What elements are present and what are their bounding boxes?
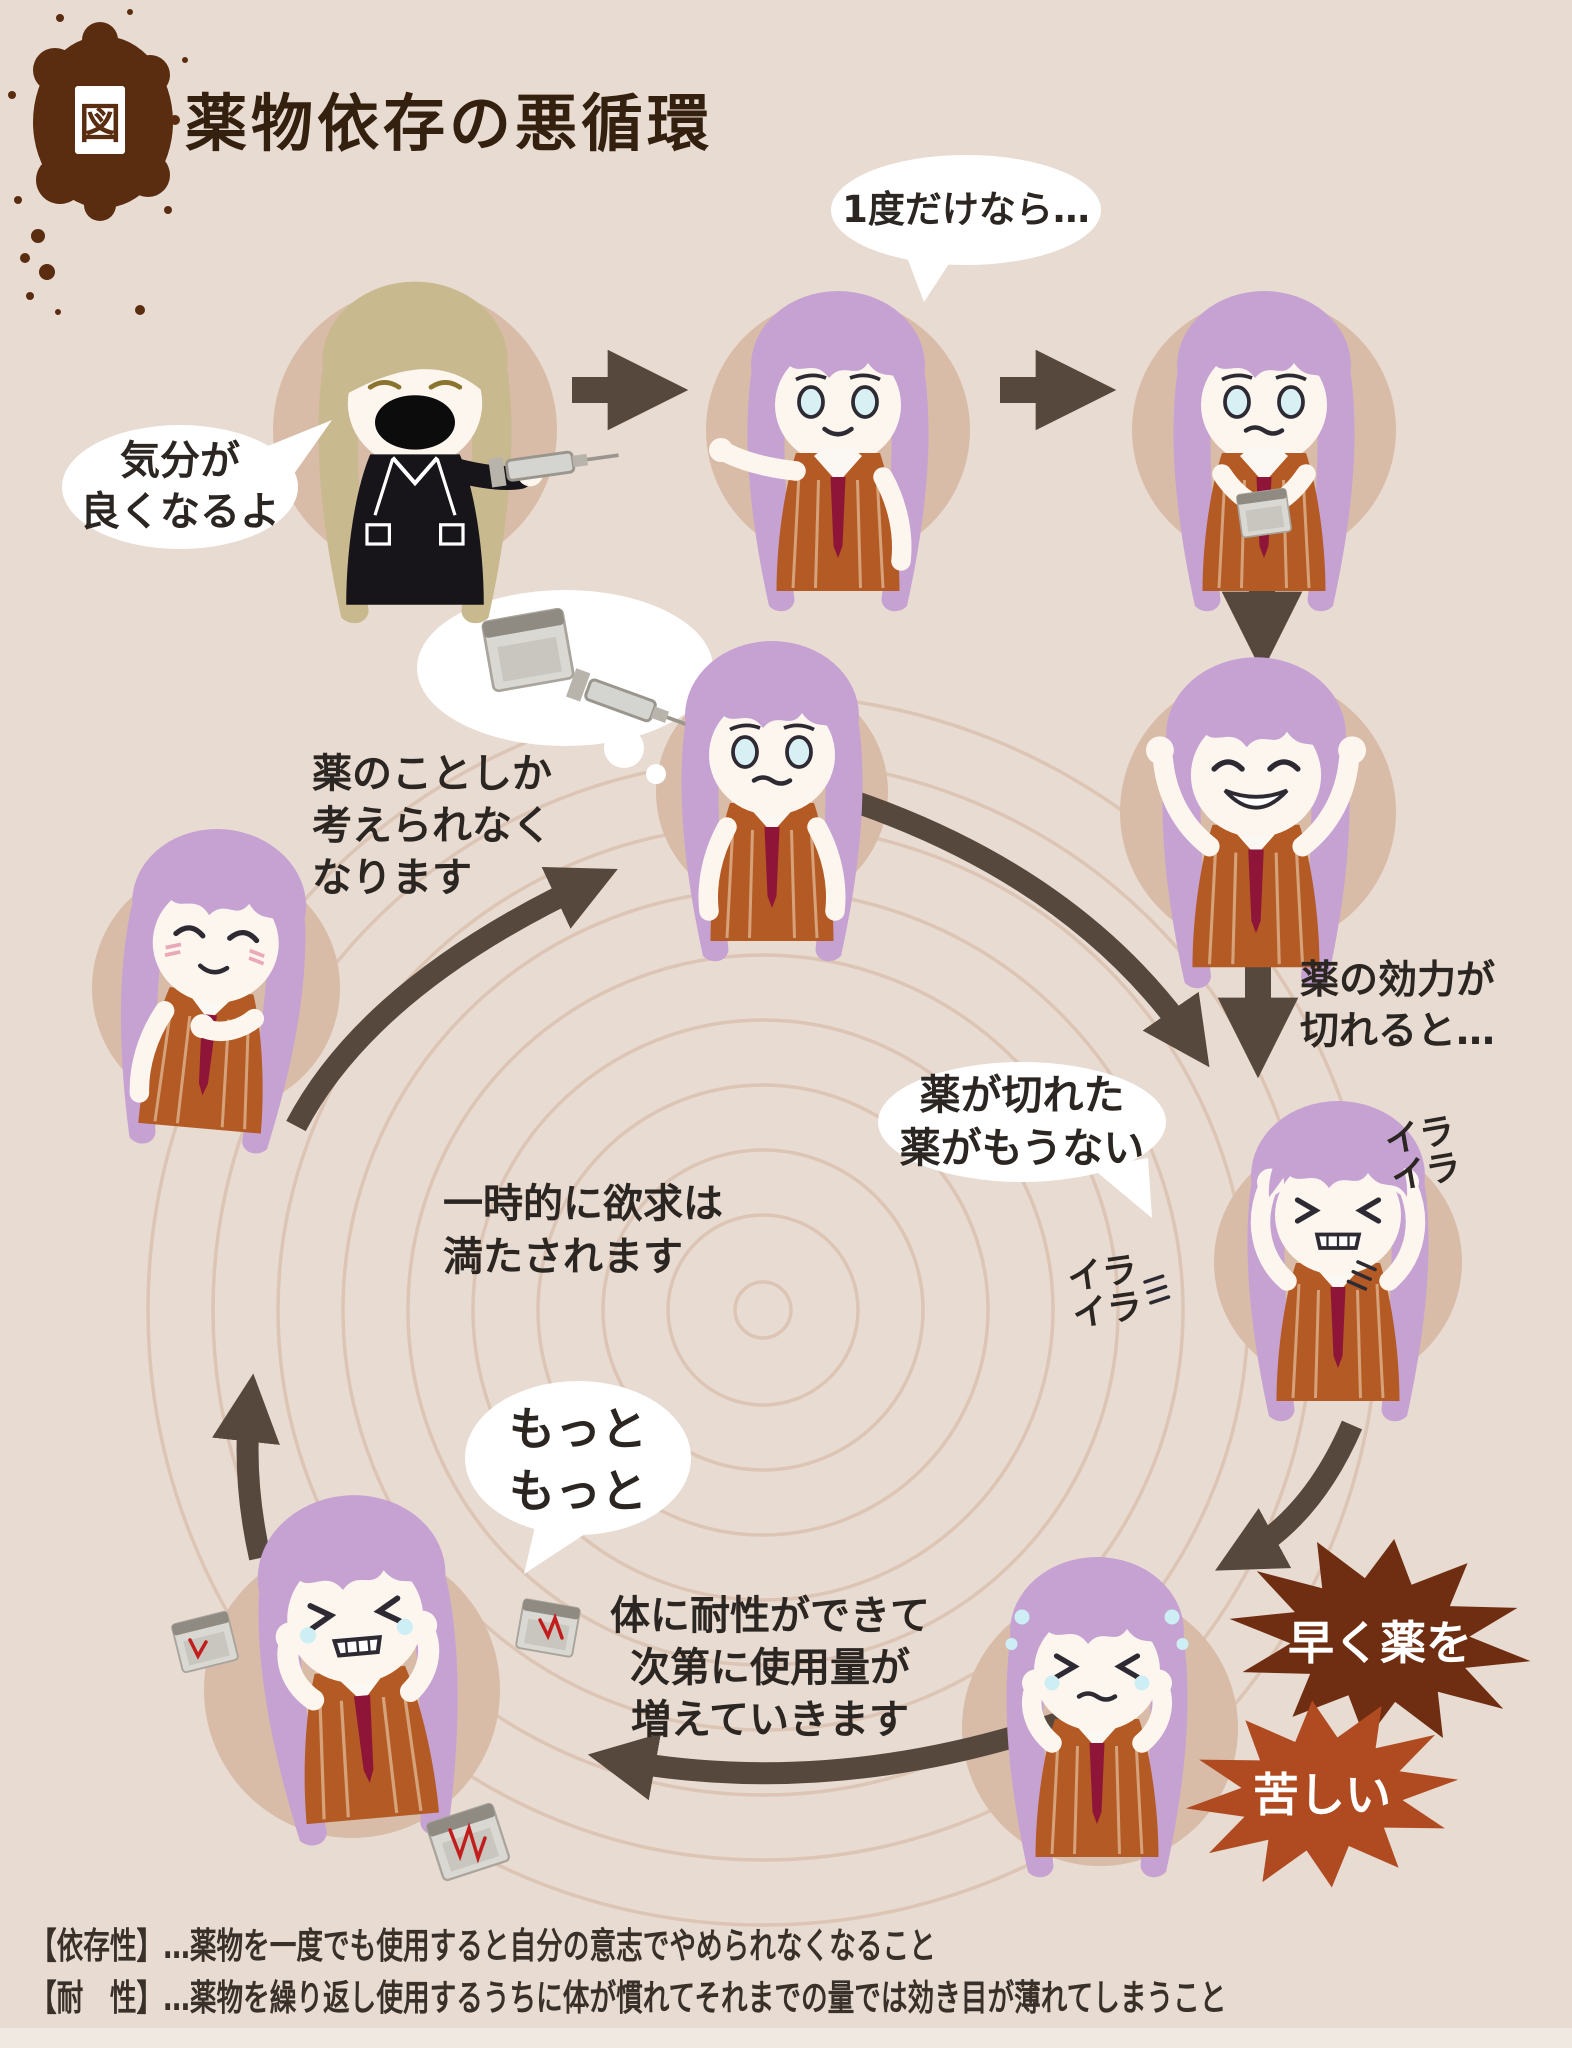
- drug-packet-icon: [480, 607, 576, 693]
- footnote-tolerance: 【耐 性】…薬物を繰り返し使用するうちに体が慣れてそれまでの量では効き目が薄れて…: [30, 1978, 1227, 2019]
- speech-bubble-once-text: 1度だけなら…: [842, 187, 1090, 231]
- speech-bubble-out-of-drug-text: 薬が切れた 薬がもうない: [899, 1070, 1145, 1172]
- character-temporarily-satisfied: [107, 821, 316, 1157]
- speech-bubble-more: [465, 1381, 691, 1574]
- character-euphoric: [1145, 657, 1367, 989]
- speech-bubble-dealer: [62, 420, 332, 549]
- character-suffering: [1005, 1557, 1189, 1878]
- speech-bubble-dealer-text: 気分が 良くなるよ: [80, 437, 280, 535]
- character-receiving-drug: [1173, 291, 1355, 612]
- label-effect-wearoff: 薬の効力が 切れると…: [1300, 958, 1496, 1055]
- label-satisfied: 一時的に欲求は 満たされます: [443, 1181, 723, 1280]
- empty-drug-packets: [170, 1597, 582, 1883]
- page-title: 薬物依存の悪循環: [185, 87, 714, 160]
- title-badge: 図: [75, 86, 125, 154]
- burst-hurry-text: 早く薬を: [1288, 1616, 1472, 1670]
- burst-pain-text: 苦しい: [1253, 1768, 1391, 1822]
- thought-bubble-drugs: [417, 590, 713, 784]
- character-first-use: [709, 291, 929, 612]
- character-dealer: [318, 281, 623, 624]
- bottom-strip: [0, 2028, 1572, 2048]
- character-craving: [681, 641, 863, 962]
- arrow-more-to-satisfied: [212, 1373, 280, 1561]
- speech-bubble-more-text: もっと もっと: [509, 1401, 647, 1518]
- speech-bubble-out-of-drug: [878, 1062, 1166, 1218]
- arrow-craving-to-withdrawal: [852, 791, 1210, 1068]
- label-craving: 薬のことしか 考えられなく なります: [312, 751, 552, 901]
- speech-bubble-once: [831, 155, 1101, 302]
- title-splatter-icon: [8, 9, 188, 315]
- arrow-satisfied-to-craving: [286, 867, 618, 1132]
- label-irritation-left: イラ イラ: [1064, 1249, 1145, 1336]
- dealer-mask: [375, 395, 455, 450]
- arrow-withdrawal-to-suffering: [1215, 1420, 1363, 1571]
- label-tolerance: 体に耐性ができて 次第に使用量が 増えていきます: [610, 1593, 930, 1743]
- footnote-dependence: 【依存性】…薬物を一度でも使用すると自分の意志でやめられなくなること: [30, 1926, 936, 1967]
